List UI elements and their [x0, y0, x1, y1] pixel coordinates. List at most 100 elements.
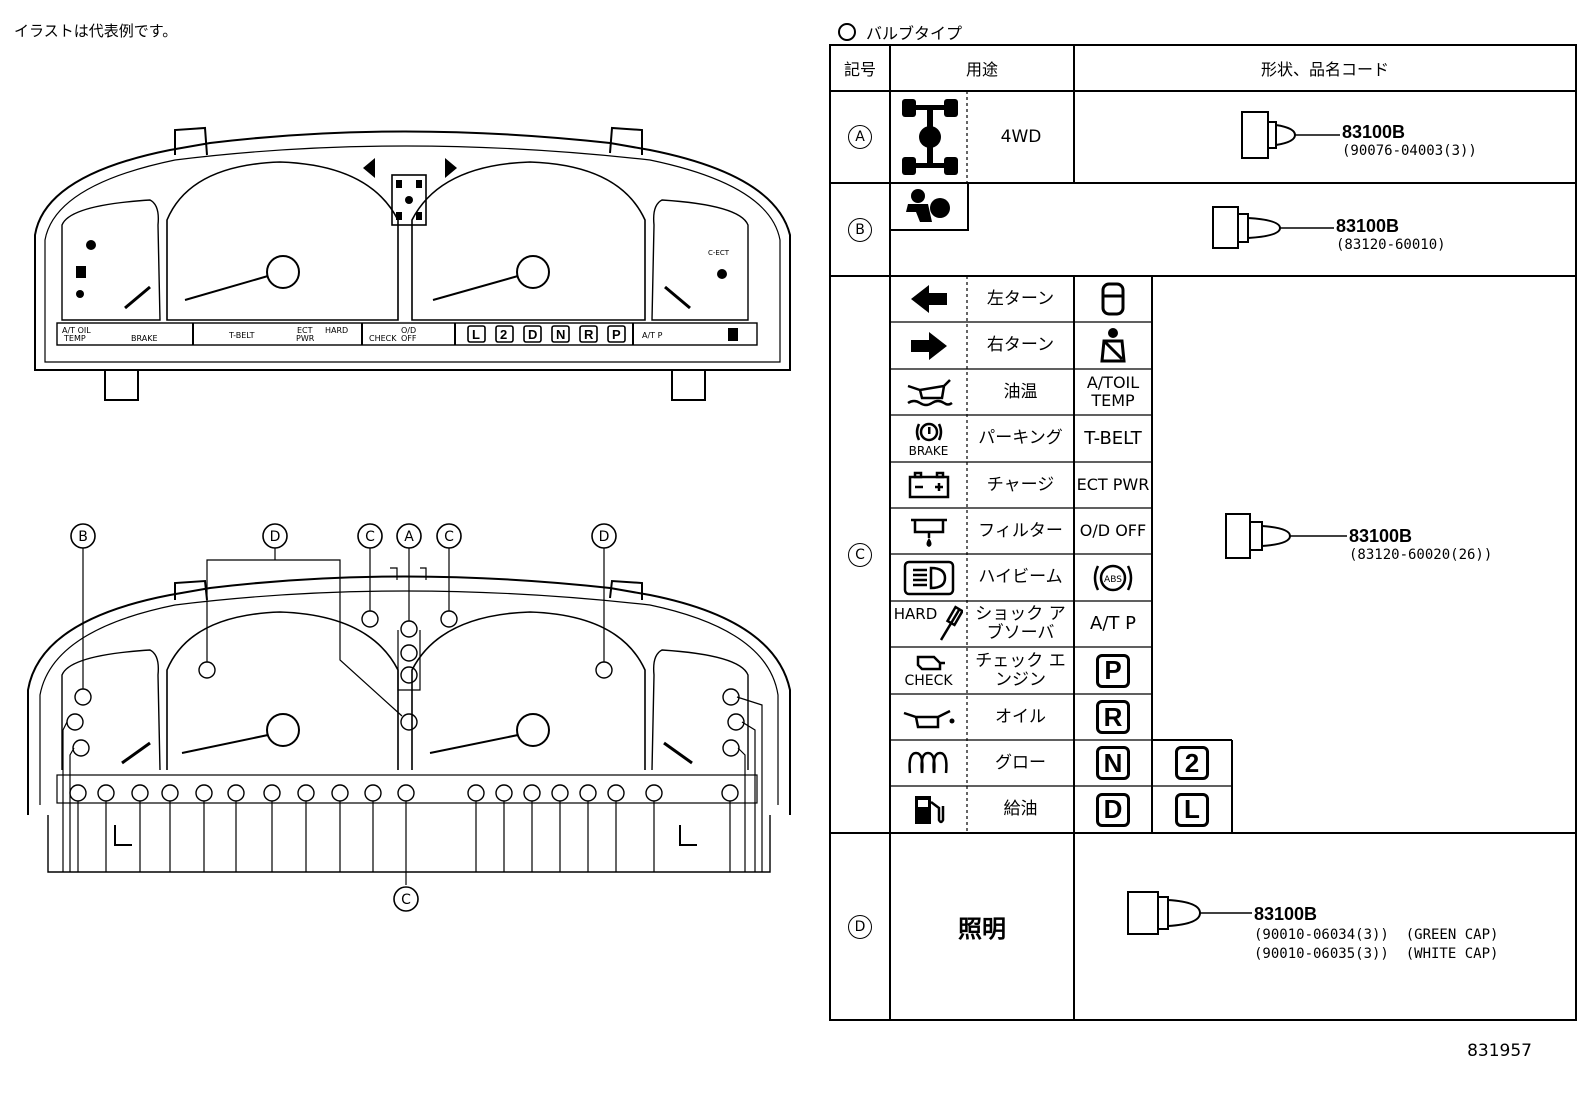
glow-icon — [890, 740, 967, 786]
left-arrow-icon — [890, 276, 967, 322]
row-c-part: 83100B — [1349, 526, 1413, 546]
row-d-code-2: (90010-06035(3)) — [1254, 945, 1389, 962]
bulb-type-label: バルブタイプ — [866, 24, 963, 43]
row-c-part-code: 83100B (83120-60020(26)) — [1349, 526, 1492, 563]
row-d-symbol: D — [830, 833, 890, 1020]
brake-icon-text: BRAKE — [908, 443, 949, 458]
lower-callout-c2: C — [444, 529, 454, 545]
row-d-cap-2: (WHITE CAP) — [1405, 945, 1499, 962]
upper-airbag-icon — [86, 240, 96, 250]
lower-callout-c-bottom: C — [401, 892, 411, 908]
high-beam-icon — [890, 554, 967, 601]
row-d-part: 83100B — [1254, 904, 1318, 924]
c-item-1-label: 左ターン — [986, 288, 1055, 309]
c-item-5-right-text: ECT PWR — [1076, 475, 1150, 495]
upper-fuel-icon — [728, 328, 738, 341]
brake-icon: BRAKE — [890, 415, 967, 462]
svg-text:N: N — [556, 327, 565, 342]
oil-can-icon — [890, 694, 967, 740]
svg-text:ABS: ABS — [1104, 575, 1122, 585]
svg-text:CHECK: CHECK — [369, 334, 397, 343]
c-item-12-label: 給油 — [1003, 799, 1038, 820]
lower-cluster — [27, 575, 791, 873]
c-item-7-label: ハイビーム — [978, 567, 1063, 588]
n-letter-icon: N — [1074, 740, 1152, 786]
row-b-code: (83120-60010) — [1336, 237, 1446, 253]
c-item-4-label: パーキング — [978, 428, 1063, 449]
c-item-3-right-text: A/TOIL TEMP — [1086, 373, 1140, 410]
c-item-3-label: 油温 — [1003, 381, 1038, 402]
row-a-code: (90076-04003(3)) — [1342, 143, 1477, 159]
upper-right-turn-icon — [445, 158, 457, 178]
svg-text:PWR: PWR — [296, 334, 315, 343]
svg-text:A/T P: A/T P — [642, 331, 663, 340]
check-engine-icon: CHECK — [890, 647, 967, 694]
c-item-9-label: チェック エンジン — [975, 650, 1066, 690]
c-item-10-label: オイル — [995, 706, 1046, 727]
upper-door-icon — [76, 266, 86, 278]
svg-text:OFF: OFF — [401, 334, 417, 343]
filter-icon — [890, 508, 967, 554]
svg-text:P: P — [612, 327, 621, 342]
c-item-8-label: ショック アブソーバ — [975, 604, 1066, 643]
row-d-code-1: (90010-06034(3)) — [1254, 927, 1389, 944]
row-d-part-code: 83100B (90010-06034(3)) (GREEN CAP) (900… — [1254, 903, 1498, 963]
r-letter-icon: R — [1074, 694, 1152, 740]
battery-icon — [890, 462, 967, 508]
hard-icon: HARD — [890, 601, 967, 647]
row-a-symbol: A — [830, 91, 890, 183]
lower-callout-a: A — [404, 529, 414, 545]
bulb-type-title: バルブタイプ — [838, 20, 962, 44]
svg-text:O/D: O/D — [401, 326, 416, 335]
c-item-11-label: グロー — [995, 752, 1046, 773]
lower-callout-c: C — [365, 529, 375, 545]
row-c-code: (83120-60020(26)) — [1349, 547, 1493, 563]
circle-bullet-icon — [838, 23, 856, 41]
illustration-note: イラストは代表例です。 — [14, 22, 178, 40]
row-b-symbol: B — [830, 183, 890, 276]
upper-abs-icon — [717, 269, 727, 279]
upper-seatbelt-icon — [76, 290, 84, 298]
row-c-symbol: C — [830, 276, 890, 833]
lower-callout-d: D — [270, 529, 281, 545]
upper-cluster — [34, 126, 791, 401]
row-d-cap-1: (GREEN CAP) — [1405, 927, 1499, 944]
header-usage: 用途 — [965, 60, 998, 79]
check-icon-text: CHECK — [904, 672, 953, 689]
door-icon — [1074, 276, 1152, 322]
l-letter-icon: L — [1152, 786, 1232, 833]
c-item-2-label: 右ターン — [986, 335, 1055, 356]
c-item-5-label: チャージ — [986, 474, 1055, 495]
fuel-icon — [890, 786, 967, 833]
airbag-icon — [896, 187, 964, 227]
bulb-drawings — [1127, 111, 1347, 935]
svg-text:R: R — [584, 327, 594, 342]
figure-number: 831957 — [1467, 1041, 1532, 1061]
c-item-6-right-text: O/D OFF — [1079, 521, 1147, 541]
header-symbol: 記号 — [843, 60, 876, 79]
row-a-label: 4WD — [1000, 126, 1042, 147]
4wd-icon — [898, 95, 962, 179]
svg-text:T-BELT: T-BELT — [228, 331, 255, 340]
lower-callout-b: B — [78, 529, 88, 545]
svg-text:BRAKE: BRAKE — [131, 334, 158, 343]
c-item-4-right-text: T-BELT — [1084, 427, 1142, 449]
hard-icon-text: HARD — [893, 605, 938, 623]
seatbelt-icon — [1074, 322, 1152, 369]
lower-callout-d2: D — [599, 529, 610, 545]
svg-text:L: L — [472, 327, 480, 342]
svg-text:TEMP: TEMP — [63, 334, 86, 343]
row-b-part: 83100B — [1336, 216, 1400, 236]
row-d-label: 照明 — [958, 915, 1006, 943]
svg-text:ECT: ECT — [297, 326, 313, 335]
svg-text:2: 2 — [500, 327, 507, 342]
row-a-part: 83100B — [1342, 122, 1406, 142]
svg-text:A/T OIL: A/T OIL — [62, 326, 91, 335]
header-shape-code: 形状、品名コード — [1260, 60, 1389, 79]
2-letter-icon: 2 — [1152, 740, 1232, 786]
row-a-part-code: 83100B (90076-04003(3)) — [1342, 122, 1477, 159]
svg-text:C-ECT: C-ECT — [708, 249, 730, 257]
oil-temp-icon — [890, 369, 967, 415]
